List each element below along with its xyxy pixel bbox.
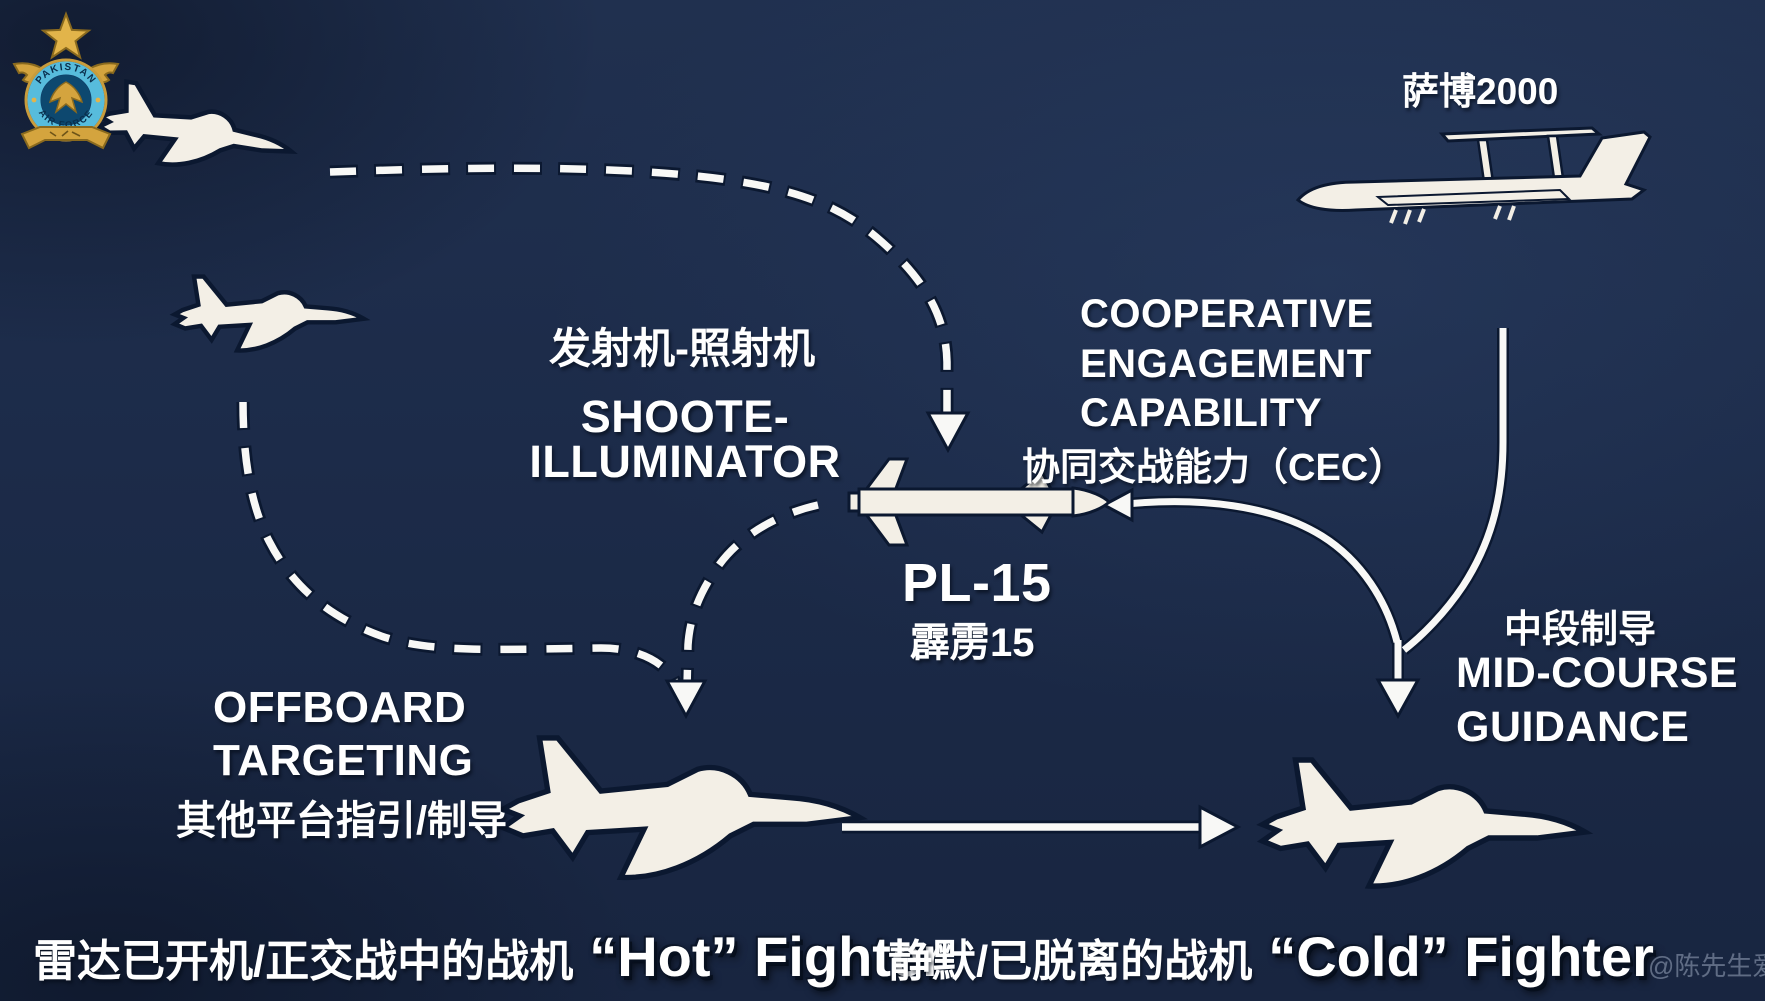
pl15-cn-label: 霹雳15	[910, 621, 1035, 665]
pakistan-air-force-emblem: PAKISTAN AIR FORCE	[12, 11, 120, 150]
cec-en-line3: CAPABILITY	[1080, 391, 1323, 436]
emblem-star-icon	[40, 11, 92, 60]
illuminator-fighter-icon	[175, 277, 364, 351]
midcourse-en-line2: GUIDANCE	[1456, 703, 1690, 752]
saab-2000-label: 萨博2000	[1402, 71, 1559, 112]
midcourse-cn-label: 中段制导	[1504, 609, 1657, 651]
missile-to-hot-fighter-dashed-arrow	[664, 498, 820, 720]
shooter-fighter-icon	[95, 79, 298, 184]
shooter-illuminator-cn-label: 发射机-照射机	[549, 325, 815, 372]
shooter-en-line1: SHOOTE-	[580, 391, 790, 442]
midcourse-en-line1: MID-COURSE	[1456, 649, 1739, 697]
illuminator-loop-dashed-arrow	[236, 401, 687, 697]
hot-fighter-en: “Hot” Fighter	[589, 925, 944, 988]
shooter-to-missile-dashed-arrow	[329, 161, 971, 454]
cec-en-line1: COOPERATIVE	[1080, 292, 1374, 336]
shooter-en-line2: ILLUMINATOR	[529, 436, 841, 487]
watermark: @陈先生爱小鱼 译	[1648, 951, 1765, 981]
emblem-ribbon-icon	[20, 126, 112, 150]
offboard-cn-label: 其他平台指引/制导	[176, 799, 508, 843]
midcourse-en-label: MID-COURSE GUIDANCE	[1456, 646, 1738, 754]
cold-fighter-en: “Cold” Fighter	[1268, 925, 1654, 988]
cec-cn-label: 协同交战能力（CEC）	[1022, 447, 1407, 489]
cec-en-line2: ENGAGEMENT	[1080, 341, 1372, 386]
offboard-line2: TARGETING	[213, 735, 474, 785]
shooter-illuminator-en-label: SHOOTE- ILLUMINATOR	[512, 394, 858, 484]
cold-fighter-caption: 静默/已脱离的战机 “Cold” Fighter	[888, 924, 1654, 990]
saab-2000-awacs-icon	[1295, 126, 1652, 225]
cec-en-label: COOPERATIVE ENGAGEMENT CAPABILITY	[1080, 290, 1374, 439]
hot-fighter-caption: 雷达已开机/正交战中的战机 “Hot” Fighter	[33, 924, 944, 990]
hot-fighter-cn: 雷达已开机/正交战中的战机	[33, 937, 574, 986]
emblem-eagle-icon	[48, 81, 84, 115]
offboard-line1: OFFBOARD	[213, 683, 467, 732]
hot-to-cold-handoff-arrow	[842, 804, 1242, 850]
midcourse-guidance-y-arrow	[1100, 328, 1509, 720]
cold-fighter-icon	[1263, 760, 1586, 886]
cold-fighter-cn: 静默/已脱离的战机	[888, 937, 1253, 986]
pl15-missile-icon	[847, 457, 1112, 547]
pl15-label: PL-15	[902, 553, 1052, 613]
offboard-targeting-label: OFFBOARD TARGETING	[213, 682, 473, 788]
hot-fighter-icon	[503, 738, 860, 878]
